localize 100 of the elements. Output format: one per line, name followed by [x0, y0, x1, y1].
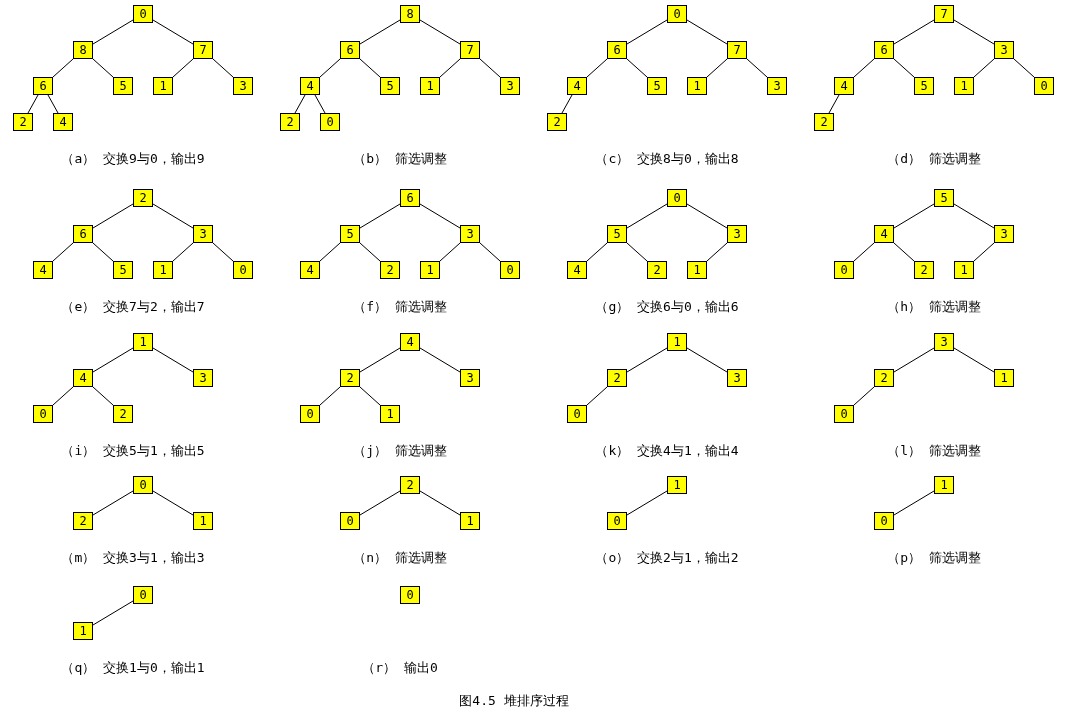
tree-edge [319, 386, 341, 406]
tree-edge [626, 19, 668, 45]
heap-node: 0 [667, 189, 687, 207]
heap-node: 3 [233, 77, 253, 95]
tree-edge [52, 386, 74, 406]
heap-node: 0 [500, 261, 520, 279]
subfigure-caption: （b） 筛选调整 [353, 150, 447, 168]
tree-edge [686, 19, 728, 45]
tree-edge [92, 19, 134, 45]
heap-node: 1 [994, 369, 1014, 387]
heap-node: 7 [193, 41, 213, 59]
subfigure-caption: （i） 交换5与1，输出5 [61, 442, 205, 460]
tree-edge [746, 58, 768, 78]
tree-edge [92, 203, 134, 229]
tree-edge [314, 94, 326, 114]
heap-node: 1 [954, 77, 974, 95]
tree-edge [319, 58, 341, 78]
tree-edge [212, 58, 234, 78]
subfigure-caption: （c） 交换8与0，输出8 [595, 150, 739, 168]
tree-edge [92, 600, 134, 626]
heap-node: 7 [727, 41, 747, 59]
subfigure-caption: （f） 筛选调整 [353, 298, 447, 316]
subfigure-caption: （j） 筛选调整 [353, 442, 447, 460]
tree-edge [853, 242, 875, 262]
heap-node: 4 [33, 261, 53, 279]
heap-node: 2 [113, 405, 133, 423]
heap-node: 2 [914, 261, 934, 279]
tree-edge [419, 347, 461, 373]
heap-node: 4 [834, 77, 854, 95]
tree-edge [561, 94, 573, 114]
tree-edge [359, 58, 381, 78]
heap-node: 3 [727, 369, 747, 387]
tree-edge [853, 386, 875, 406]
heap-node: 5 [380, 77, 400, 95]
heap-node: 1 [687, 261, 707, 279]
tree-edge [686, 347, 728, 373]
tree-edge [479, 242, 501, 262]
heap-node: 0 [300, 405, 320, 423]
tree-edge [152, 490, 194, 516]
heap-node: 0 [834, 405, 854, 423]
tree-edge [92, 58, 114, 78]
heap-node: 1 [954, 261, 974, 279]
heap-node: 5 [934, 189, 954, 207]
heap-node: 3 [934, 333, 954, 351]
tree-edge [152, 347, 194, 373]
heap-node: 0 [133, 5, 153, 23]
heap-node: 4 [53, 113, 73, 131]
subfigure-caption: （n） 筛选调整 [353, 549, 447, 567]
heap-node: 2 [133, 189, 153, 207]
heap-node: 3 [500, 77, 520, 95]
tree-edge [212, 242, 234, 262]
heap-node: 3 [460, 369, 480, 387]
subfigure-caption: （o） 交换2与1，输出2 [595, 549, 739, 567]
heap-node: 5 [113, 261, 133, 279]
tree-edge [626, 490, 668, 516]
tree-edge [626, 347, 668, 373]
tree-edge [419, 203, 461, 229]
heap-node: 1 [380, 405, 400, 423]
heap-node: 5 [113, 77, 133, 95]
heap-node: 3 [193, 225, 213, 243]
tree-edge [52, 242, 74, 262]
heap-node: 2 [340, 369, 360, 387]
heap-node: 0 [667, 5, 687, 23]
tree-edge [439, 58, 461, 78]
heap-node: 0 [340, 512, 360, 530]
tree-edge [359, 490, 401, 516]
heap-node: 3 [460, 225, 480, 243]
heap-node: 1 [667, 333, 687, 351]
tree-edge [586, 386, 608, 406]
heap-node: 4 [567, 77, 587, 95]
tree-edge [953, 203, 995, 229]
heap-node: 3 [727, 225, 747, 243]
heap-node: 3 [994, 41, 1014, 59]
tree-edge [706, 242, 728, 262]
heap-node: 6 [874, 41, 894, 59]
tree-edge [626, 203, 668, 229]
subfigure-caption: （r） 输出0 [362, 659, 438, 677]
tree-edge [152, 203, 194, 229]
heap-node: 5 [340, 225, 360, 243]
tree-edge [626, 242, 648, 262]
heap-node: 2 [73, 512, 93, 530]
heap-node: 4 [874, 225, 894, 243]
tree-edge [626, 58, 648, 78]
tree-edge [92, 490, 134, 516]
heap-node: 1 [153, 261, 173, 279]
heap-node: 1 [934, 476, 954, 494]
heap-node: 1 [73, 622, 93, 640]
heap-node: 3 [767, 77, 787, 95]
subfigure-caption: （k） 交换4与1，输出4 [595, 442, 739, 460]
heap-node: 5 [647, 77, 667, 95]
heap-node: 3 [994, 225, 1014, 243]
tree-edge [953, 19, 995, 45]
heap-node: 2 [400, 476, 420, 494]
heap-node: 5 [607, 225, 627, 243]
heap-node: 1 [420, 77, 440, 95]
subfigure-caption: （l） 筛选调整 [887, 442, 981, 460]
heap-node: 0 [874, 512, 894, 530]
tree-edge [92, 386, 114, 406]
heap-node: 0 [33, 405, 53, 423]
tree-edge [359, 19, 401, 45]
